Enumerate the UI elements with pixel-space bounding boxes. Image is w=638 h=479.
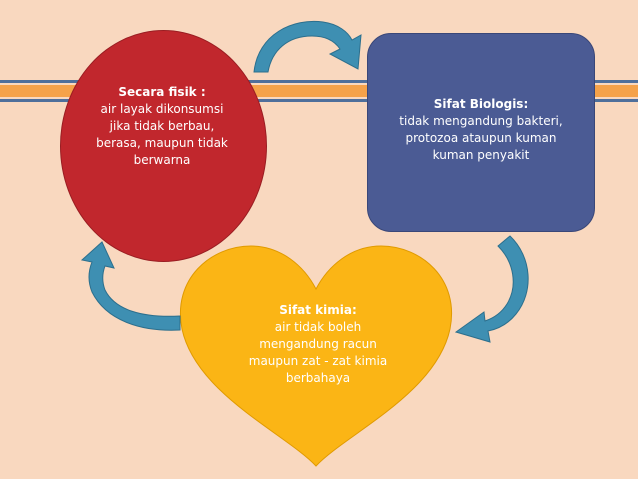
chemical-title: Sifat kimia: bbox=[279, 303, 357, 317]
chemical-text: Sifat kimia: air tidak boleh mengandung … bbox=[220, 302, 416, 387]
biological-box bbox=[367, 33, 595, 232]
physical-circle bbox=[60, 30, 267, 262]
biological-line-2: protozoa ataupun kuman bbox=[405, 131, 557, 145]
physical-text: Secara fisik : air layak dikonsumsi jika… bbox=[66, 84, 258, 169]
curved-arrow-right-icon bbox=[253, 20, 362, 73]
top-stripe-line bbox=[0, 80, 638, 83]
biological-line-3: kuman penyakit bbox=[432, 148, 530, 162]
curved-arrow-down-left-icon bbox=[454, 235, 529, 343]
chemical-line-2: mengandung racun bbox=[259, 337, 377, 351]
curved-arrow-up-icon bbox=[80, 241, 181, 331]
physical-line-4: berwarna bbox=[133, 153, 191, 167]
chemical-line-3: maupun zat - zat kimia bbox=[248, 354, 388, 368]
physical-title: Secara fisik : bbox=[118, 85, 206, 99]
chemical-heart bbox=[179, 245, 453, 467]
bottom-stripe-line bbox=[0, 99, 638, 102]
biological-text: Sifat Biologis: tidak mengandung bakteri… bbox=[370, 96, 592, 164]
biological-line-1: tidak mengandung bakteri, bbox=[399, 114, 563, 128]
biological-title: Sifat Biologis: bbox=[433, 97, 529, 111]
chemical-line-4: berbahaya bbox=[285, 371, 351, 385]
physical-line-3: berasa, maupun tidak bbox=[96, 136, 228, 150]
physical-line-1: air layak dikonsumsi bbox=[100, 102, 224, 116]
physical-line-2: jika tidak berbau, bbox=[109, 119, 215, 133]
chemical-line-1: air tidak boleh bbox=[274, 320, 362, 334]
